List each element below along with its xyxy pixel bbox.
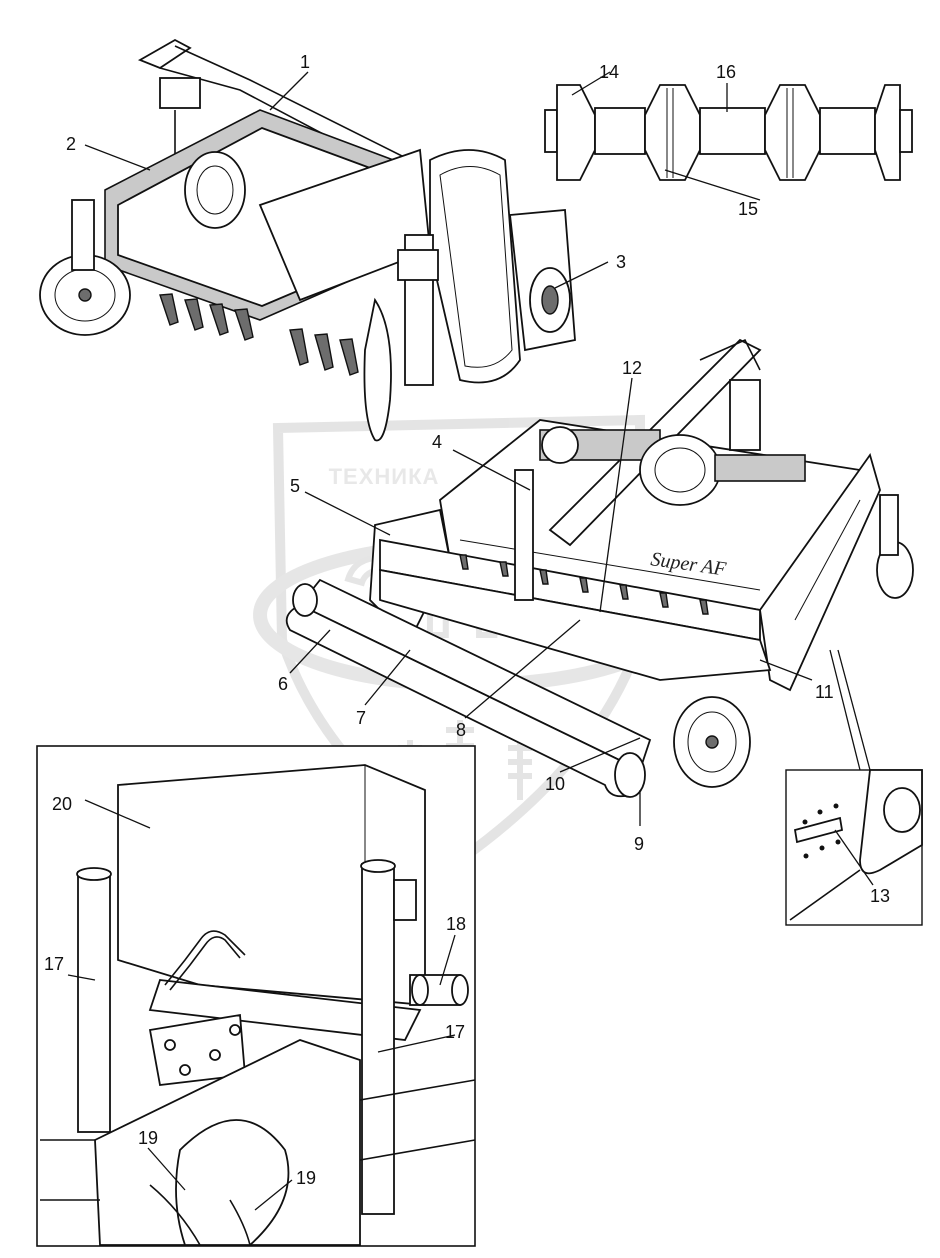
callout-19-left: 19 bbox=[138, 1128, 158, 1148]
callout-10: 10 bbox=[545, 774, 565, 794]
callout-5: 5 bbox=[290, 476, 300, 496]
callout-3: 3 bbox=[616, 252, 626, 272]
callout-9: 9 bbox=[634, 834, 644, 854]
callout-17-left: 17 bbox=[44, 954, 64, 974]
callout-14: 14 bbox=[599, 62, 619, 82]
callout-12: 12 bbox=[622, 358, 642, 378]
callout-labels: 1 2 3 4 5 6 7 8 9 10 11 12 13 14 15 16 1… bbox=[44, 52, 890, 1188]
callout-19-right: 19 bbox=[296, 1168, 316, 1188]
detail-13 bbox=[785, 649, 923, 926]
callout-4: 4 bbox=[432, 432, 442, 452]
rotor-detail bbox=[544, 84, 913, 181]
callout-16: 16 bbox=[716, 62, 736, 82]
callout-17-right: 17 bbox=[445, 1022, 465, 1042]
callout-7: 7 bbox=[356, 708, 366, 728]
callout-18: 18 bbox=[446, 914, 466, 934]
callout-13: 13 bbox=[870, 886, 890, 906]
callout-6: 6 bbox=[278, 674, 288, 694]
watermark-text: ТЕХНИКА bbox=[329, 464, 440, 489]
callout-2: 2 bbox=[66, 134, 76, 154]
detail-lower bbox=[36, 745, 476, 1247]
callout-11: 11 bbox=[815, 682, 834, 702]
callout-20: 20 bbox=[52, 794, 72, 814]
callout-8: 8 bbox=[456, 720, 466, 740]
machine-center: Super AF bbox=[285, 338, 914, 798]
leader-lines bbox=[67, 71, 874, 1211]
callout-15: 15 bbox=[738, 199, 758, 219]
machine-top-left bbox=[39, 38, 576, 442]
callout-1: 1 bbox=[300, 52, 310, 72]
